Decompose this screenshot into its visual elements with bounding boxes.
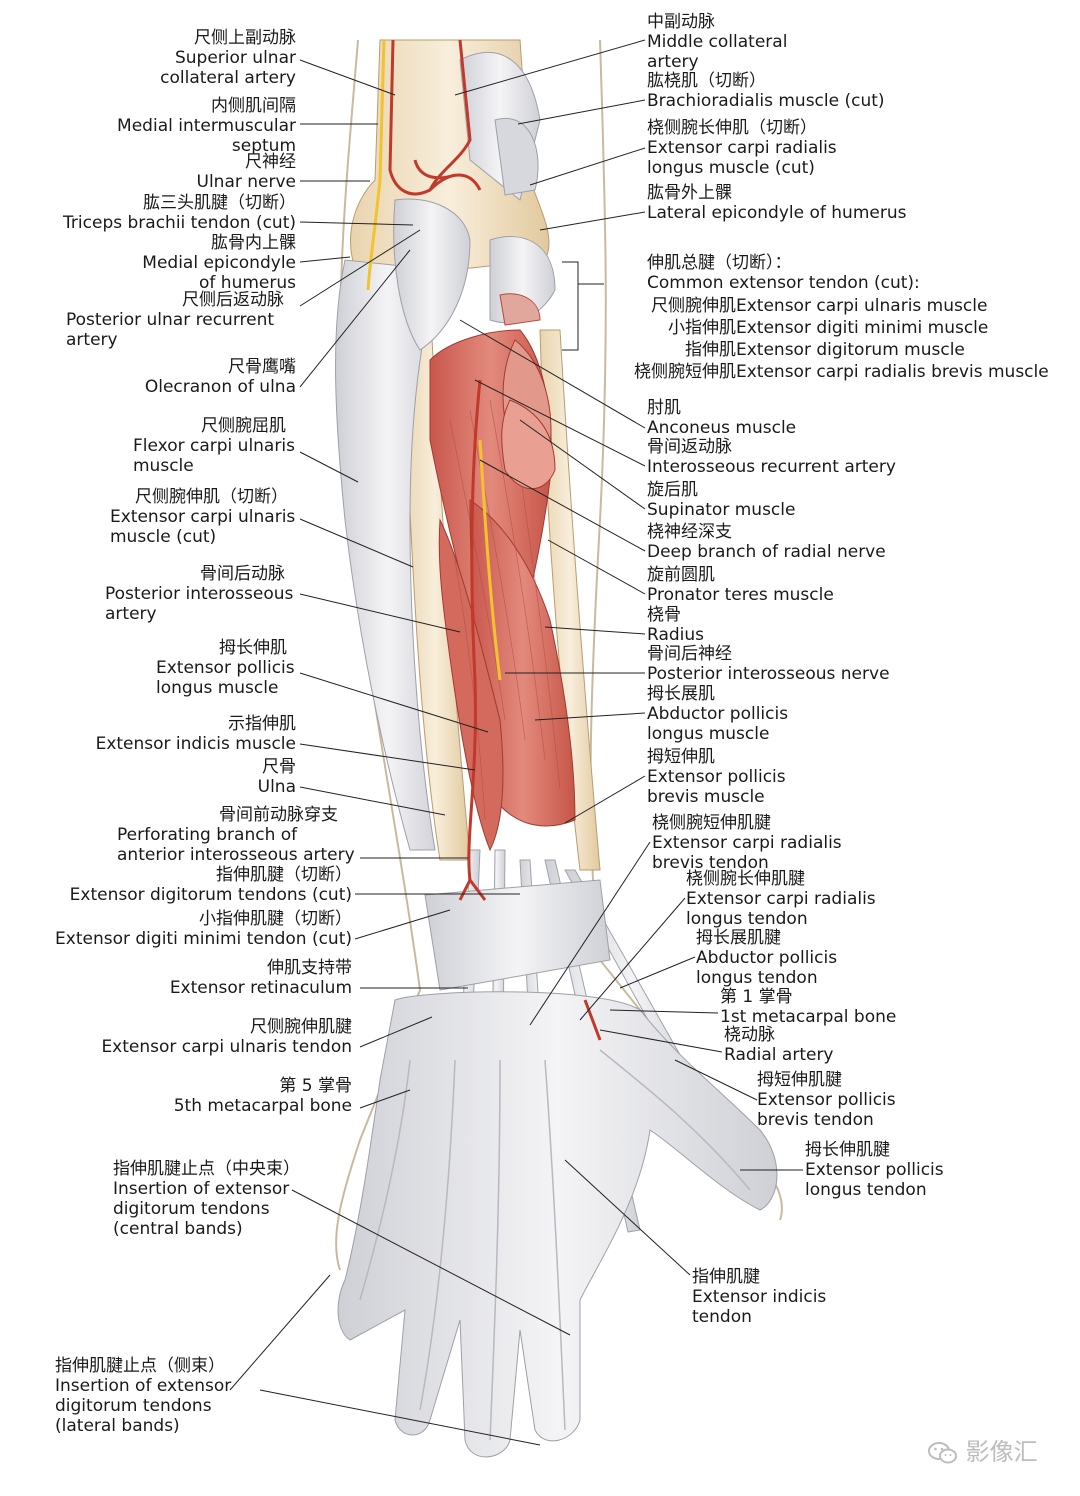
label-superior-ulnar-collateral-artery: 尺侧上副动脉 Superior ulnar collateral artery (160, 28, 296, 88)
label-ecrb-tendon: 桡侧腕短伸肌腱 Extensor carpi radialis brevis t… (652, 813, 842, 873)
label-posterior-interosseous-nerve: 骨间后神经 Posterior interosseous nerve (647, 644, 890, 684)
watermark-text: 影像汇 (965, 1438, 1038, 1466)
extensor-retinaculum-shape (424, 879, 611, 991)
label-extensor-retinaculum: 伸肌支持带 Extensor retinaculum (169, 958, 352, 998)
flexor-carpi-ulnaris-shape (335, 259, 441, 851)
finger-tendons (359, 1049, 751, 1441)
label-anconeus: 肘肌 Anconeus muscle (647, 398, 797, 438)
label-extensor-digiti-minimi-tendon-cut: 小指伸肌腱（切断） Extensor digiti minimi tendon … (55, 909, 352, 949)
label-extensor-carpi-ulnaris-muscle: 尺侧腕伸肌（切断） Extensor carpi ulnaris muscle … (110, 487, 296, 547)
label-pronator-teres: 旋前圆肌 Pronator teres muscle (647, 565, 834, 605)
label-ulna: 尺骨 Ulna (257, 757, 296, 797)
label-epl-tendon: 拇长伸肌腱 Extensor pollicis longus tendon (805, 1140, 944, 1200)
label-ulnar-nerve: 尺神经 Ulnar nerve (196, 152, 297, 192)
label-radius: 桡骨 Radius (647, 605, 705, 645)
label-lateral-epicondyle: 肱骨外上髁 Lateral epicondyle of humerus (647, 183, 907, 223)
leader-lines-left (229, 59, 571, 1446)
label-brachioradialis-muscle: 肱桡肌（切断） Brachioradialis muscle (cut) (647, 71, 885, 111)
label-1st-metacarpal-bone: 第 1 掌骨 1st metacarpal bone (720, 987, 897, 1027)
label-extensor-indicis-tendon: 指伸肌腱 Extensor indicis tendon (692, 1267, 827, 1327)
label-insertion-lateral-bands: 指伸肌腱止点（侧束） Insertion of extensor digitor… (55, 1356, 232, 1436)
label-5th-metacarpal-bone: 第 5 掌骨 5th metacarpal bone (173, 1076, 352, 1116)
label-medial-epicondyle: 肱骨内上髁 Medial epicondyle of humerus (142, 233, 296, 293)
supinator-shape (501, 399, 556, 490)
label-ecrl-tendon: 桡侧腕长伸肌腱 Extensor carpi radialis longus t… (686, 869, 876, 929)
nerves (366, 39, 502, 681)
label-olecranon-of-ulna: 尺骨鹰嘴 Olecranon of ulna (144, 357, 296, 397)
label-extensor-carpi-ulnaris-tendon: 尺侧腕伸肌腱 Extensor carpi ulnaris tendon (101, 1017, 352, 1057)
label-radial-artery: 桡动脉 Radial artery (724, 1025, 834, 1065)
label-flexor-carpi-ulnaris: 尺侧腕屈肌 Flexor carpi ulnaris muscle (133, 416, 295, 476)
wechat-icon (928, 1442, 957, 1464)
label-deep-branch-radial-nerve: 桡神经深支 Deep branch of radial nerve (647, 522, 886, 562)
label-extensor-carpi-radialis-longus-muscle: 桡侧腕长伸肌（切断） Extensor carpi radialis longu… (647, 118, 837, 178)
label-common-part-edm: 小指伸肌Extensor digiti minimi muscle (668, 318, 989, 338)
label-perforating-branch-anterior-interosseous-artery: 骨间前动脉穿支 Perforating branch of anterior i… (117, 805, 355, 865)
label-extensor-pollicis-brevis-muscle: 拇短伸肌 Extensor pollicis brevis muscle (647, 747, 786, 807)
label-posterior-ulnar-recurrent-artery: 尺侧后返动脉 Posterior ulnar recurrent artery (66, 290, 284, 350)
label-triceps-brachii-tendon: 肱三头肌腱（切断） Triceps brachii tendon (cut) (63, 193, 296, 233)
label-epb-tendon: 拇短伸肌腱 Extensor pollicis brevis tendon (757, 1070, 896, 1130)
anconeus-shape (393, 198, 471, 351)
label-common-part-ed: 指伸肌Extensor digitorum muscle (685, 340, 965, 360)
common-tendon-bracket (562, 261, 604, 351)
watermark: 影像汇 (928, 1432, 1038, 1467)
label-insertion-central-bands: 指伸肌腱止点（中央束） Insertion of extensor digito… (113, 1159, 300, 1239)
label-medial-intermuscular-septum: 内侧肌间隔 Medial intermuscular septum (117, 96, 296, 156)
label-common-extensor-tendon: 伸肌总腱（切断）： Common extensor tendon (cut): (647, 253, 920, 293)
arteries (388, 39, 602, 1041)
label-extensor-pollicis-longus-muscle: 拇长伸肌 Extensor pollicis longus muscle (156, 638, 295, 698)
label-middle-collateral-artery: 中副动脉 Middle collateral artery (647, 12, 788, 72)
hand (337, 991, 778, 1458)
label-supinator: 旋后肌 Supinator muscle (647, 480, 796, 520)
label-apl-tendon: 拇长展肌腱 Abductor pollicis longus tendon (696, 928, 838, 988)
label-common-part-ecrb: 桡侧腕短伸肌Extensor carpi radialis brevis mus… (634, 362, 1049, 382)
cut-muscles (459, 52, 556, 326)
label-extensor-digitorum-tendons-cut: 指伸肌腱（切断） Extensor digitorum tendons (cut… (69, 865, 352, 905)
label-common-part-ecu: 尺侧腕伸肌Extensor carpi ulnaris muscle (651, 296, 988, 316)
label-posterior-interosseous-artery: 骨间后动脉 Posterior interosseous artery (105, 564, 294, 624)
label-extensor-indicis-muscle: 示指伸肌 Extensor indicis muscle (95, 714, 296, 754)
label-abductor-pollicis-longus-muscle: 拇长展肌 Abductor pollicis longus muscle (647, 684, 789, 744)
label-interosseous-recurrent-artery: 骨间返动脉 Interosseous recurrent artery (647, 437, 896, 477)
leader-lines-right (454, 39, 803, 1276)
